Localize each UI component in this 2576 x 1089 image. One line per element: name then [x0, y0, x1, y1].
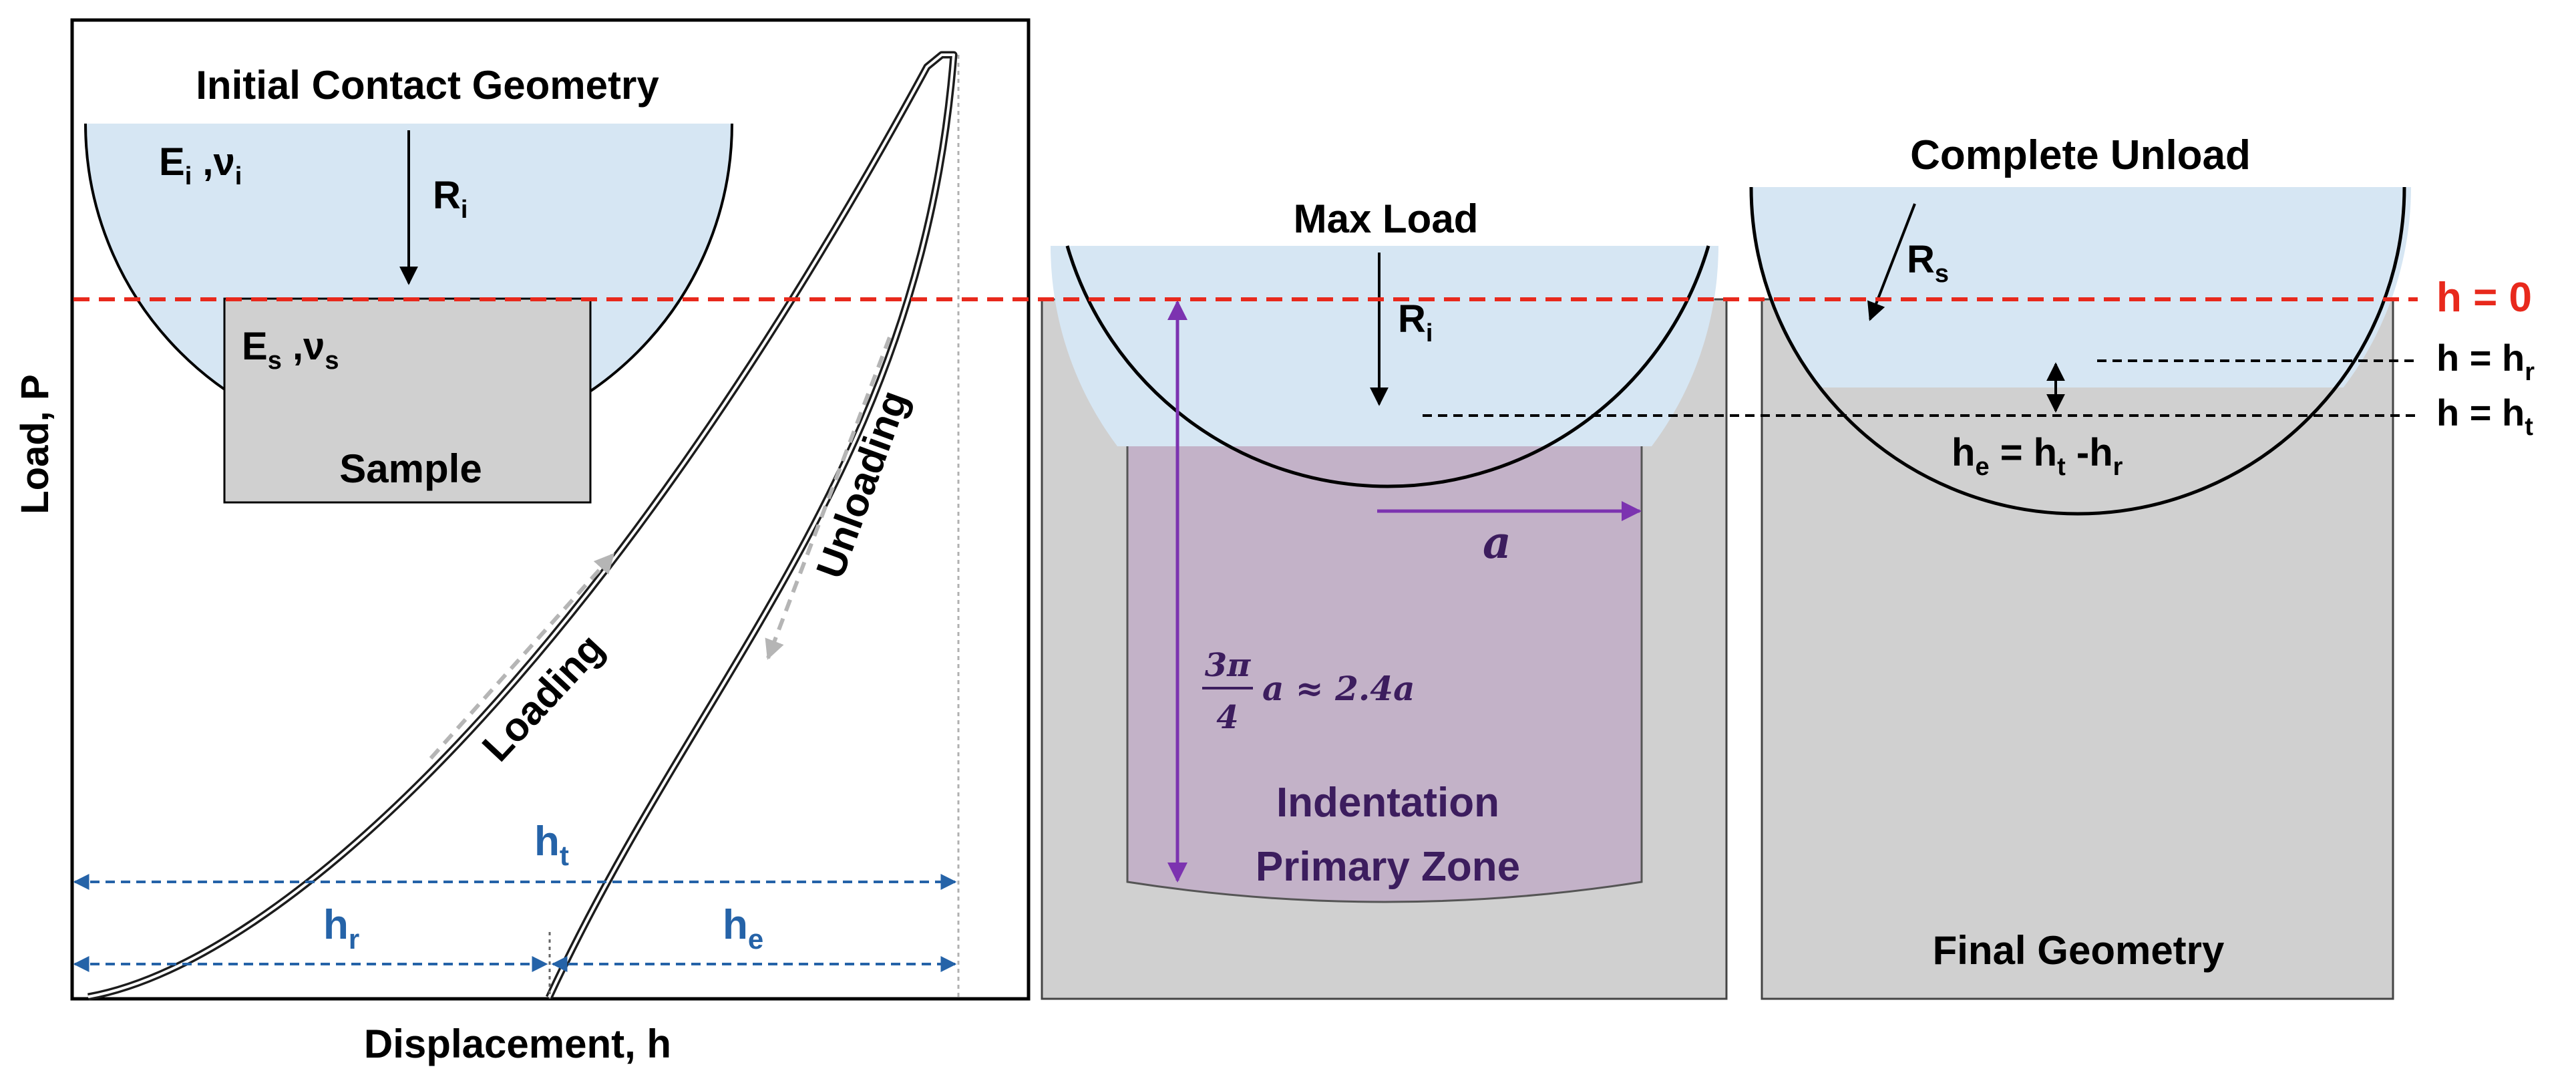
- loading-direction-arrow: [429, 553, 615, 760]
- max-load-radius-label: Ri: [1398, 297, 1433, 347]
- sample-label: Sample: [339, 446, 482, 491]
- depth-levels: h = 0 h = hr h = ht: [73, 275, 2535, 441]
- unloading-direction-arrow: [765, 336, 892, 660]
- sample-properties-label: Es ,νs: [242, 325, 339, 375]
- load-displacement-panel: Initial Contact Geometry Ei ,νi Ri Es ,ν…: [13, 18, 1031, 1066]
- sample-radius-label: Rs: [1907, 238, 1949, 288]
- complete-unload-panel: Rs he = ht -hr Final Geometry Complete U…: [1749, 132, 2411, 1000]
- inset-radius-label: Ri: [433, 174, 468, 224]
- inset-title: Initial Contact Geometry: [196, 63, 659, 108]
- unload-indenter-outline: [1749, 186, 2406, 516]
- max-load-indenter-fill: [1051, 246, 1718, 446]
- formula-denominator: 4: [1216, 699, 1238, 736]
- zone-label-line1: Indentation: [1276, 780, 1499, 826]
- ht-level-label: h = ht: [2436, 392, 2533, 441]
- max-load-title: Max Load: [1294, 196, 1479, 241]
- max-load-indenter-outline: [1065, 245, 1710, 488]
- h0-label: h = 0: [2436, 275, 2532, 321]
- hr-label: hr: [323, 902, 359, 955]
- unload-indenter-fill: [1750, 187, 2411, 387]
- inset-sample-block: [223, 297, 592, 504]
- ht-label: ht: [534, 818, 569, 871]
- contact-radius-label: a: [1483, 516, 1511, 569]
- formula-rest: a ≈ 2.4a: [1262, 669, 1415, 708]
- final-sample: [1761, 298, 2394, 1000]
- zone-depth-formula: 3π 4 a ≈ 2.4a: [1202, 647, 1415, 736]
- indenter-properties-label: Ei ,νi: [159, 140, 242, 190]
- he-label: he: [723, 902, 763, 955]
- zone-label-line2: Primary Zone: [1256, 844, 1520, 890]
- complete-unload-title: Complete Unload: [1910, 132, 2251, 178]
- formula-numerator: 3π: [1205, 647, 1251, 684]
- max-load-panel: Ri a 3π 4 a ≈ 2.4a Indentation Primary Z…: [1041, 196, 1728, 1000]
- he-equation: he = ht -hr: [1952, 431, 2123, 481]
- x-axis-label: Displacement, h: [364, 1022, 671, 1066]
- hr-level-label: h = hr: [2436, 337, 2535, 386]
- y-axis-label: Load, P: [13, 374, 57, 514]
- final-geometry-label: Final Geometry: [1933, 928, 2225, 973]
- inset-initial-contact: Initial Contact Geometry Ei ,νi Ri Es ,ν…: [84, 63, 733, 504]
